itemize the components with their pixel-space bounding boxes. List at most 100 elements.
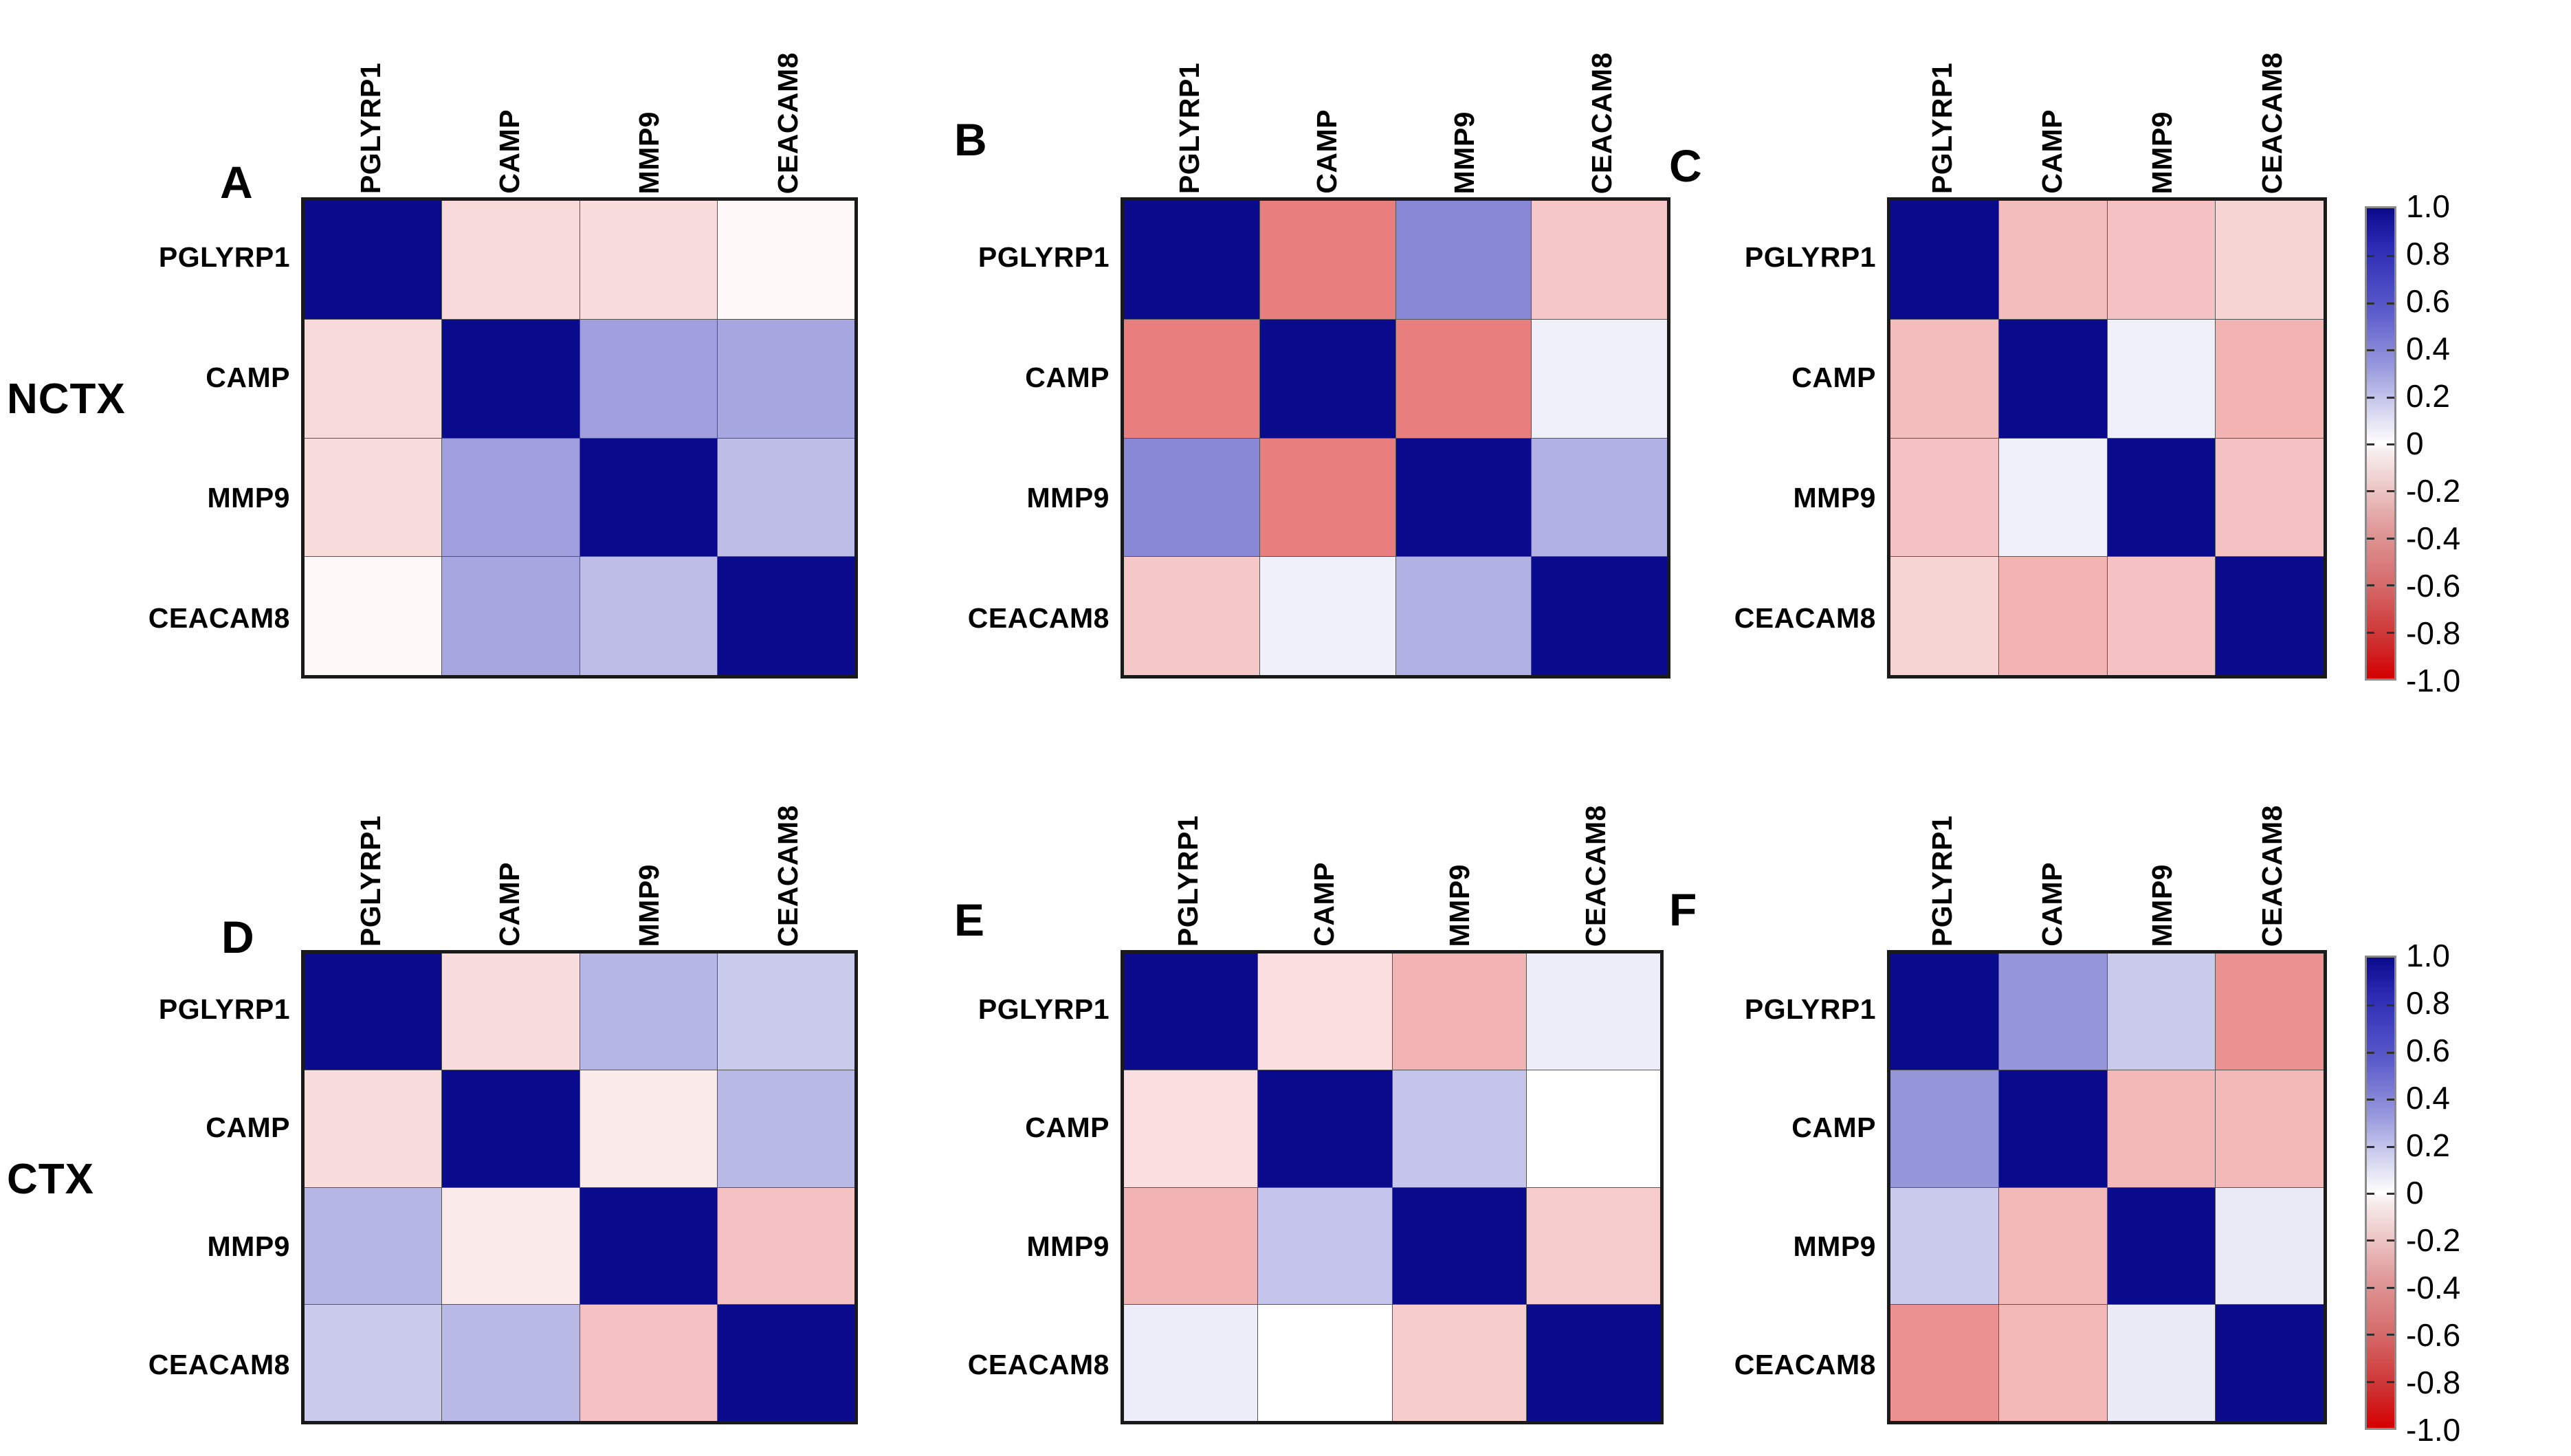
heatmap-cell [1526, 1304, 1660, 1421]
colorbar-tick-label: 1.0 [2406, 938, 2450, 973]
heatmap-cell [305, 1187, 442, 1304]
heatmap-cell [442, 438, 580, 557]
colorbar-tick-mark [2387, 1145, 2394, 1148]
heatmap-cell [442, 201, 580, 319]
colorbar-tick-mark [2387, 255, 2394, 258]
heatmap-cell [1998, 319, 2107, 438]
heatmap-cell [1998, 953, 2107, 1070]
colorbar-tick-mark [2387, 349, 2394, 352]
colorbar-tick-mark [2367, 396, 2374, 399]
colorbar-tick-mark [2387, 443, 2394, 445]
heatmap-cell [1998, 1187, 2107, 1304]
panel-letter-f: F [1669, 884, 1697, 935]
heatmap-cell [1395, 438, 1532, 557]
heatmap-cell [305, 557, 442, 675]
row-label: CAMP [1791, 362, 1876, 393]
colorbar-tick-mark [2387, 537, 2394, 540]
column-label: PGLYRP1 [1173, 62, 1205, 194]
colorbar-tick-label: 0 [2406, 1175, 2424, 1211]
heatmap-cell [2107, 1070, 2216, 1187]
column-label: MMP9 [1448, 111, 1480, 194]
heatmap-cell [2216, 438, 2324, 557]
heatmap-cell [717, 557, 854, 675]
heatmap-cell [305, 438, 442, 557]
colorbar-tick-mark [2367, 631, 2374, 634]
heatmap-cell [1526, 1070, 1660, 1187]
heatmap-cell [2107, 319, 2216, 438]
colorbar-tick-mark [2367, 1286, 2374, 1289]
heatmap-cell [1890, 319, 1998, 438]
colorbar-tick-label: -0.4 [2406, 1270, 2461, 1305]
colorbar-tick-mark [2367, 1051, 2374, 1054]
colorbar-tick-label: 0.6 [2406, 283, 2450, 319]
column-label: PGLYRP1 [354, 815, 386, 947]
heatmap-cell [2107, 953, 2216, 1070]
column-label: CAMP [1310, 109, 1343, 194]
column-label: MMP9 [632, 863, 665, 947]
colorbar-tick-label: 0.2 [2406, 378, 2450, 414]
column-label: MMP9 [1444, 863, 1476, 947]
panel-letter-a: A [220, 157, 253, 208]
row-label: PGLYRP1 [978, 993, 1110, 1025]
row-label: PGLYRP1 [978, 241, 1110, 273]
heatmap-cell [2107, 557, 2216, 675]
column-label: CAMP [494, 862, 526, 947]
row-label: MMP9 [1793, 1230, 1876, 1262]
heatmap-cell [442, 1070, 580, 1187]
colorbar-tick-mark [2367, 1145, 2374, 1148]
column-label: CAMP [494, 109, 526, 194]
colorbar-tick-mark [2387, 1193, 2394, 1195]
colorbar-tick-mark [2367, 490, 2374, 493]
heatmap-cell [1258, 953, 1392, 1070]
heatmap-cell [1259, 438, 1395, 557]
colorbar-tick-label: -1.0 [2406, 1412, 2461, 1448]
colorbar-tick-label: 0 [2406, 426, 2424, 461]
colorbar-tick-mark [2367, 584, 2374, 587]
colorbar-ticks [2367, 208, 2394, 679]
heatmap-cell [1998, 438, 2107, 557]
column-label: MMP9 [632, 111, 665, 194]
heatmap-cell [305, 953, 442, 1070]
column-label: CAMP [1307, 862, 1340, 947]
colorbar-tick-label: -0.6 [2406, 568, 2461, 604]
colorbar-tick-mark [2387, 302, 2394, 305]
row-label: CAMP [1791, 1112, 1876, 1144]
column-label: PGLYRP1 [1926, 815, 1958, 947]
heatmap-cell [442, 1187, 580, 1304]
colorbar-tick-mark [2367, 302, 2374, 305]
colorbar-tick-mark [2367, 1193, 2374, 1195]
panel-letter-c: C [1669, 140, 1702, 191]
heatmap-cell [580, 1070, 717, 1187]
column-label: CAMP [2035, 109, 2068, 194]
heatmap-cell [1392, 1187, 1526, 1304]
heatmap-cell [1890, 438, 1998, 557]
colorbar-tick-mark [2387, 1051, 2394, 1054]
row-label: CEACAM8 [148, 1349, 290, 1381]
colorbar-tick-label: -0.2 [2406, 1222, 2461, 1258]
heatmap-cell [1532, 201, 1667, 319]
colorbar-tick-label: -0.8 [2406, 1365, 2461, 1400]
heatmap-cell [580, 438, 717, 557]
heatmap-cell [580, 201, 717, 319]
heatmap-cell [1395, 557, 1532, 675]
colorbar-tick-label: 0.8 [2406, 985, 2450, 1021]
heatmap-cell [1124, 201, 1259, 319]
heatmap-cell [1998, 1070, 2107, 1187]
colorbar-tick-label: 0.4 [2406, 1080, 2450, 1116]
column-label: PGLYRP1 [1172, 815, 1204, 947]
colorbar-tick-label: -0.4 [2406, 520, 2461, 556]
colorbar-tick-label: 1.0 [2406, 188, 2450, 224]
heatmap-cell [2216, 1304, 2324, 1421]
heatmap-cell [717, 201, 854, 319]
row-label: MMP9 [1026, 482, 1110, 514]
colorbar-tick-mark [2387, 631, 2394, 634]
group-label-nctx: NCTX [7, 375, 126, 423]
colorbar-tick-label: -0.8 [2406, 615, 2461, 651]
